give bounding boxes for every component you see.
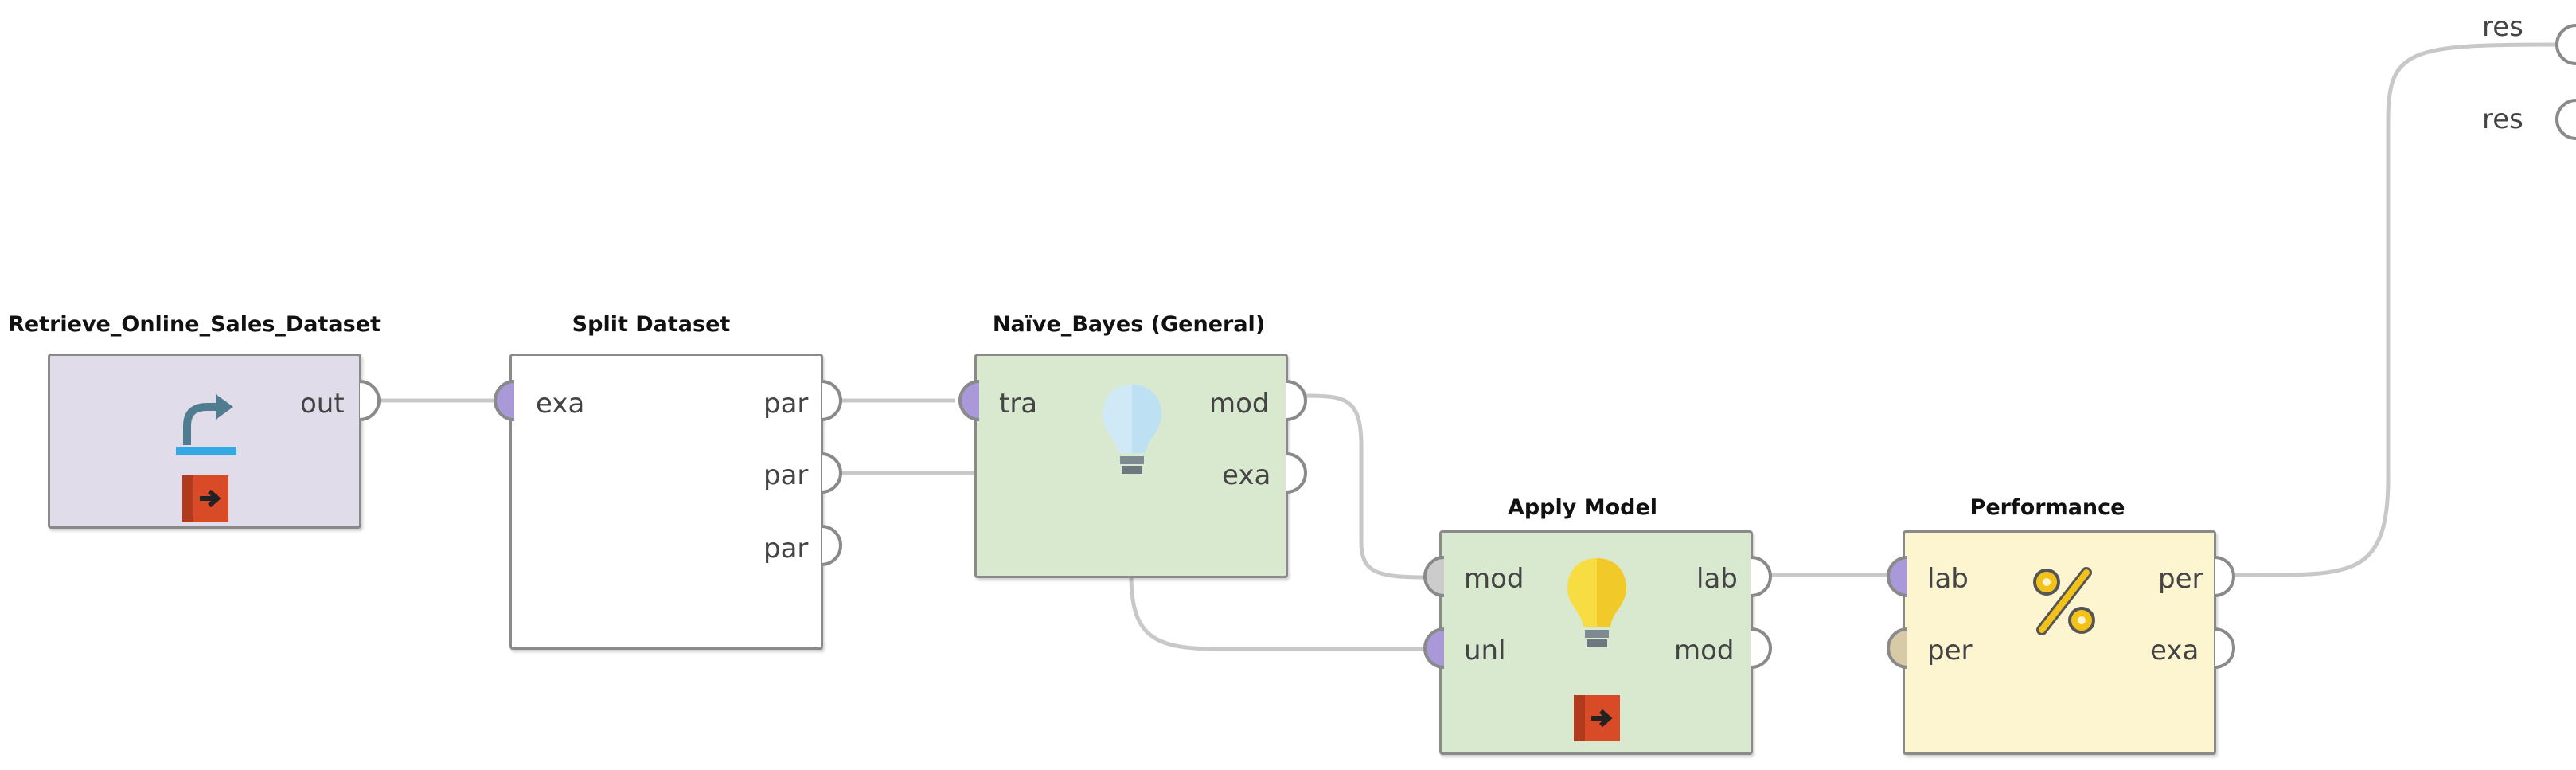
port-label-unl: unl	[1464, 635, 1506, 666]
port-label-out: out	[300, 388, 345, 420]
percent-icon	[2033, 567, 2095, 635]
output-port-per[interactable]	[2211, 554, 2248, 599]
result-port-2[interactable]	[2544, 97, 2576, 142]
output-port-par-2[interactable]	[818, 451, 855, 495]
port-label-mod-out: mod	[1674, 635, 1735, 666]
output-port-exa-perf[interactable]	[2211, 626, 2248, 670]
operator-title-retrieve: Retrieve_Online_Sales_Dataset	[8, 312, 381, 337]
port-label-lab-in: lab	[1927, 563, 1969, 595]
port-label-mod-in: mod	[1464, 563, 1524, 595]
input-port-tra[interactable]	[946, 378, 982, 423]
result-port-label-1: res	[2482, 11, 2523, 43]
output-port-exa[interactable]	[1283, 451, 1320, 495]
port-label-exa-out: exa	[1222, 459, 1271, 491]
input-port-lab[interactable]	[1874, 554, 1911, 599]
port-label-par-2: par	[763, 459, 809, 491]
port-label-per-out: per	[2158, 563, 2203, 595]
operator-title-performance: Performance	[1969, 495, 2125, 520]
lightbulb-lit-icon	[1567, 558, 1626, 647]
input-port-per[interactable]	[1874, 626, 1911, 670]
operator-title-split: Split Dataset	[572, 312, 731, 337]
operator-title-naive-bayes: Naïve_Bayes (General)	[992, 312, 1266, 337]
port-label-mod: mod	[1209, 388, 1270, 420]
port-label-tra: tra	[999, 388, 1038, 420]
operator-naive-bayes[interactable]: tra mod exa	[974, 354, 1288, 578]
repository-import-icon	[1574, 695, 1620, 741]
operator-performance[interactable]: lab per per exa	[1903, 530, 2216, 755]
result-port-label-2: res	[2482, 104, 2523, 135]
connections	[376, 42, 2560, 651]
repository-import-icon	[182, 475, 228, 522]
connection-performance-per-to-res[interactable]	[2234, 42, 2560, 577]
connection-naivebayes-bottom-to-apply-unl[interactable]	[1129, 574, 1429, 651]
port-label-exa-perf: exa	[2150, 635, 2199, 666]
port-label-exa: exa	[536, 388, 585, 420]
result-port-1[interactable]	[2544, 22, 2576, 67]
port-label-lab: lab	[1696, 563, 1738, 595]
output-port-mod-apply[interactable]	[1748, 626, 1785, 670]
input-port-mod[interactable]	[1411, 554, 1447, 599]
output-port-par-3[interactable]	[818, 523, 855, 568]
output-port-out[interactable]	[357, 378, 393, 423]
operator-split[interactable]: exa par par par	[509, 354, 823, 650]
operator-title-apply-model: Apply Model	[1507, 495, 1658, 520]
input-port-unl[interactable]	[1411, 626, 1447, 670]
operator-retrieve[interactable]: out	[48, 354, 361, 529]
lightbulb-icon	[1103, 385, 1161, 474]
connection-naivebayes-mod-to-apply[interactable]	[1305, 393, 1430, 580]
port-label-per-in: per	[1927, 635, 1973, 666]
input-port-exa[interactable]	[481, 378, 517, 423]
port-label-par-1: par	[763, 388, 809, 420]
operator-apply-model[interactable]: mod unl lab mod	[1439, 530, 1753, 755]
port-label-par-3: par	[763, 533, 809, 565]
retrieve-arrow-icon	[176, 394, 236, 455]
output-port-mod[interactable]	[1283, 378, 1320, 423]
output-port-lab[interactable]	[1748, 554, 1785, 599]
output-port-par-1[interactable]	[818, 378, 855, 423]
